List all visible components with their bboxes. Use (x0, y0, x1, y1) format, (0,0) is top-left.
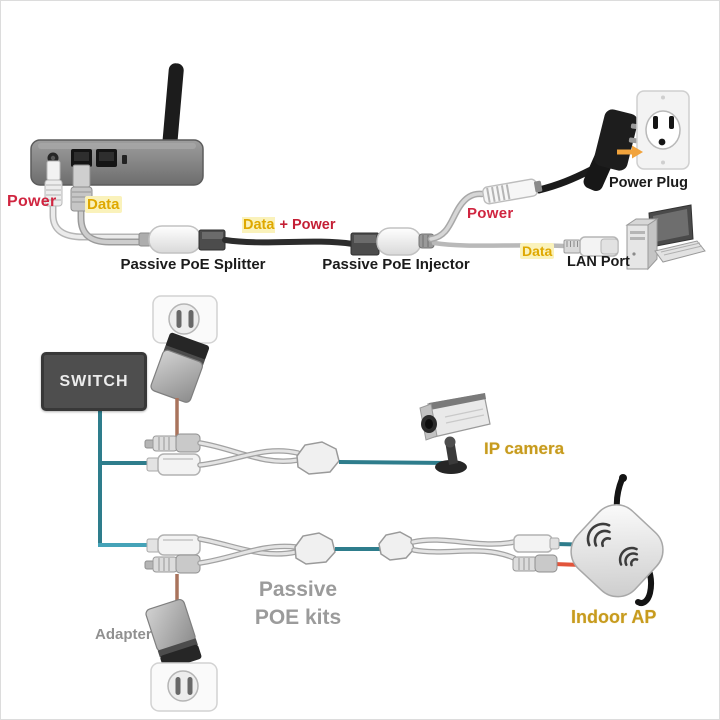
lan-data-label: Data (520, 243, 555, 259)
poe-combiner-row2-b (378, 531, 415, 561)
router-data-label: Data (85, 196, 122, 213)
power-dc-connector (482, 166, 595, 205)
poe-splitter-label: Passive PoE Splitter (120, 256, 266, 273)
wall-outlet-row2 (150, 662, 218, 712)
poe-splitter-device (138, 225, 226, 254)
plug-direction-arrow (617, 145, 643, 159)
data-part: Data (242, 217, 276, 233)
indoor-ap-device (570, 474, 664, 606)
lan-rj45-connector (563, 236, 619, 257)
rj45-connector-row2-left (146, 534, 201, 556)
passive-poe-kits-label: Passive POE kits (233, 576, 363, 631)
rj45-connector-row1 (146, 453, 201, 476)
twisted-pair-row2-right (410, 537, 517, 561)
twisted-pair-row2-left (197, 536, 299, 566)
plus-part: + (275, 217, 292, 233)
wifi-waves-icon (586, 522, 612, 548)
data-plus-power-label: Data + Power (242, 217, 335, 233)
data-power-cable (222, 237, 356, 247)
power-part: Power (291, 217, 336, 233)
twisted-pair-row1 (197, 440, 301, 468)
switch-label: SWITCH (59, 372, 129, 390)
wall-outlet-row1 (152, 295, 218, 344)
switch-box: SWITCH (41, 352, 147, 411)
poe-kits-line2: POE kits (254, 605, 342, 629)
power-adapter-row2 (145, 574, 202, 670)
dc-connector-row2-left (144, 554, 201, 574)
rj45-connector-row2-right (513, 534, 560, 553)
lan-port-label: LAN Port (567, 254, 630, 270)
poe-injector-label: Passive PoE Injector (322, 256, 470, 273)
ip-camera-device (419, 393, 491, 474)
switch-cables (98, 405, 153, 547)
router-data-cable (70, 164, 153, 246)
ip-camera-label: IP camera (484, 439, 565, 458)
wireless-router-device (30, 63, 204, 186)
dc-connector-row1 (144, 433, 201, 453)
wall-outlet-top (636, 90, 690, 170)
poe-kits-line1: Passive (258, 578, 338, 601)
adapter-label: Adapter (95, 626, 152, 643)
indoor-ap-label: Indoor AP (571, 607, 657, 627)
poe-injector-device (350, 227, 435, 256)
router-power-cable (44, 160, 151, 241)
wifi-waves-icon-2 (618, 546, 639, 567)
power-plug-label: Power Plug (609, 175, 688, 191)
router-power-label: Power (7, 193, 57, 210)
injector-power-cable (427, 190, 486, 243)
desktop-computer (625, 204, 706, 271)
poe-combiner-row2-a (294, 532, 336, 565)
dc-connector-row2-right (512, 554, 558, 573)
poe-combiner-row1 (296, 441, 340, 475)
power-adapter-row1 (150, 332, 210, 437)
power-plug-device (583, 109, 643, 192)
camera-data-cable (338, 460, 451, 465)
injector-power-label: Power (467, 205, 514, 222)
